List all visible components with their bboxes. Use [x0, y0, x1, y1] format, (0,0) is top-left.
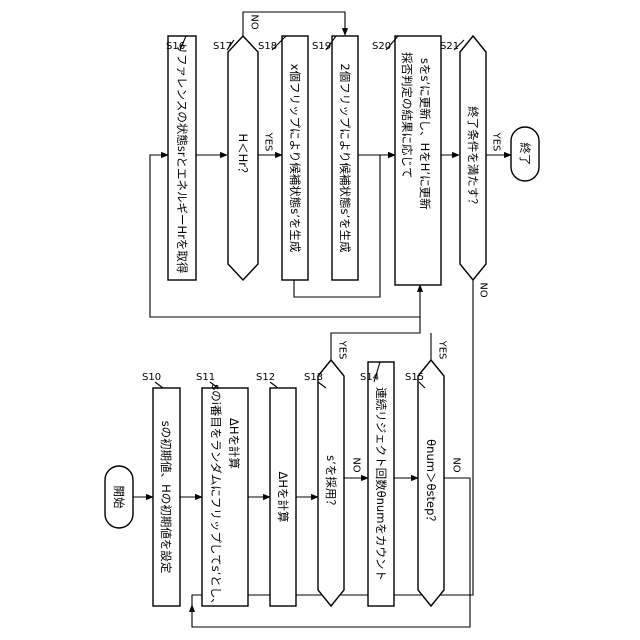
label-s11: S11	[196, 372, 215, 383]
branch-s17-no: NO	[249, 14, 260, 29]
branch-s15-no: NO	[451, 457, 462, 472]
step-s18-text: x個フリップにより候補状態s’を生成	[288, 64, 302, 253]
label-s10: S10	[142, 372, 161, 383]
step-s20-line1: 採否判定の結果に応じて	[400, 52, 414, 179]
step-s19-text: 2個フリップにより候補状態s’を生成	[338, 63, 352, 253]
step-s11-line1: sのi番目をランダムにフリップしてs’とし、	[209, 384, 223, 610]
step-s10-text: sの初期値、Hの初期値を設定	[159, 421, 173, 574]
label-s20: S20	[372, 41, 391, 52]
label-s18: S18	[258, 41, 277, 52]
label-s15: S15	[405, 372, 424, 383]
step-s14-text: 連続リジェクト回数θnumをカウント	[374, 387, 388, 581]
branch-s21-yes: YES	[491, 132, 502, 152]
end-label: 終了	[518, 143, 532, 166]
decision-s21-text: 終了条件を満たす？	[466, 106, 480, 210]
branch-s15-yes: YES	[437, 340, 448, 360]
step-s12-text: ΔHを計算	[276, 471, 290, 522]
label-s12: S12	[256, 372, 275, 383]
branch-s21-no: NO	[478, 282, 489, 297]
branch-s17-yes: YES	[263, 132, 274, 152]
label-s13: S13	[304, 372, 323, 383]
decision-s13-text: s’を採用？	[324, 455, 338, 511]
step-s11-line2: ΔHを計算	[227, 418, 241, 469]
decision-s17-text: H＜Hr？	[236, 133, 250, 178]
step-s20-line2: sをs’に更新し、HをH’に更新	[418, 58, 432, 210]
label-s21: S21	[440, 41, 459, 52]
decision-s15-text: θnum＞θstep？	[424, 439, 438, 527]
step-s16-text: リファレンスの状態srとエネルギーHrを取得	[175, 43, 189, 274]
branch-s13-yes: YES	[337, 340, 348, 360]
branch-s13-no: NO	[351, 457, 362, 472]
start-label: 開始	[112, 486, 126, 509]
label-s16: S16	[166, 41, 185, 52]
